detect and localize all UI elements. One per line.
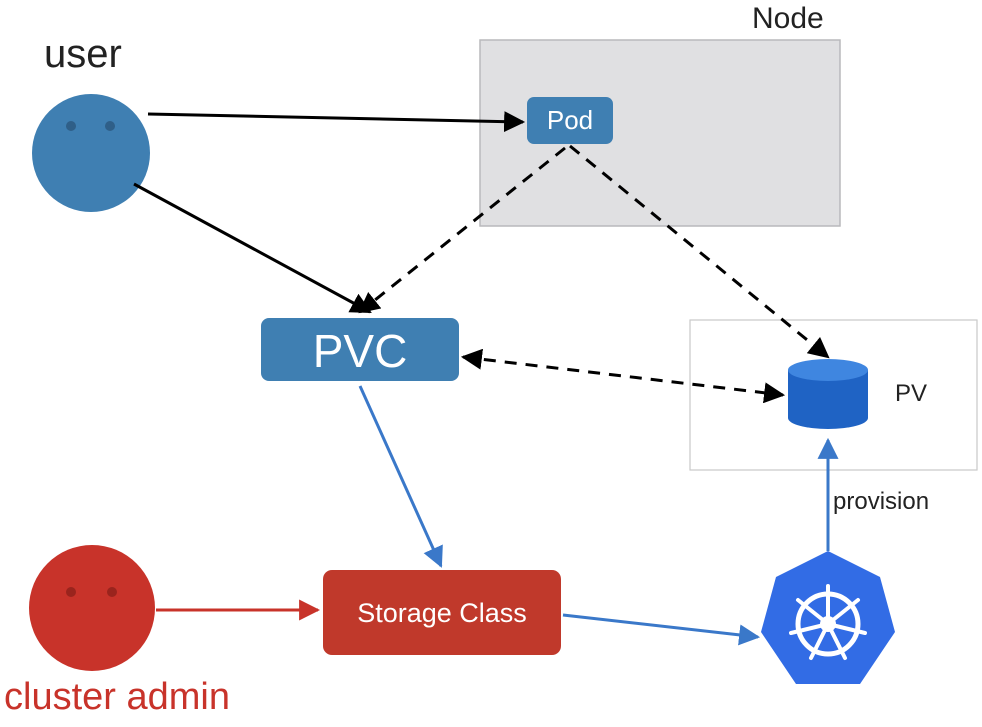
arrow-pod-to-pv — [569, 144, 830, 359]
pv-label: PV — [895, 380, 928, 407]
user-label: user — [44, 32, 122, 76]
kubernetes-icon — [761, 551, 895, 684]
pv-cylinder-icon — [788, 359, 868, 429]
cluster-admin-label: cluster admin — [4, 676, 230, 718]
cluster-admin-icon — [29, 545, 155, 671]
storage-class-box — [323, 570, 561, 655]
pod-box — [527, 97, 613, 144]
arrow-storage-class-to-kubernetes — [562, 613, 761, 646]
storage-class-label: Storage Class — [357, 598, 527, 628]
provision-label: provision — [833, 488, 930, 515]
pod-label: Pod — [546, 105, 594, 135]
arrow-user-to-pvc — [133, 182, 372, 314]
pvc-box — [261, 318, 459, 381]
arrow-pvc-pv-bind — [460, 348, 786, 404]
node-label: Node — [752, 2, 824, 35]
arrow-pod-to-pvc — [358, 146, 566, 314]
user-icon — [32, 94, 150, 212]
pvc-label: PVC — [312, 325, 408, 377]
arrow-user-to-pod — [147, 111, 526, 133]
arrow-pvc-to-storage-class — [358, 385, 443, 568]
